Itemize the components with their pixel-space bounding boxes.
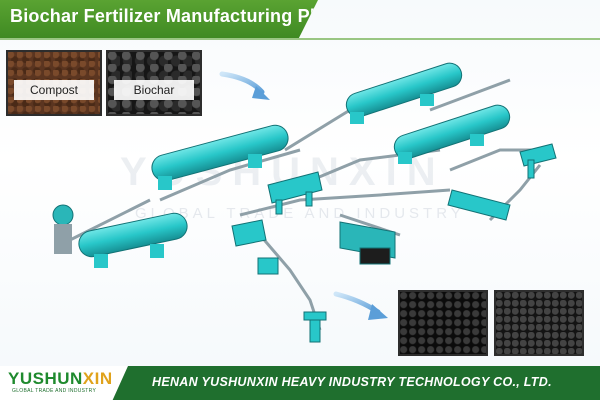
company-name: HENAN YUSHUNXIN HEAVY INDUSTRY TECHNOLOG… bbox=[152, 375, 552, 389]
footer-bar: YUSHUNXIN GLOBAL TRADE AND INDUSTRY HENA… bbox=[0, 366, 600, 400]
title-banner: Biochar Fertilizer Manufacturing Plan bbox=[0, 0, 318, 38]
screening-machine-right bbox=[447, 189, 511, 221]
company-logo: YUSHUNXIN GLOBAL TRADE AND INDUSTRY bbox=[0, 366, 128, 400]
crusher-machine bbox=[52, 204, 74, 254]
title-underline bbox=[0, 38, 600, 40]
rotary-drum-left-upper bbox=[151, 124, 289, 190]
biochar-label: Biochar bbox=[114, 80, 194, 100]
batching-machine bbox=[339, 221, 396, 265]
hopper-right bbox=[519, 143, 557, 179]
watermark-tagline: GLOBAL TRADE AND INDUSTRY bbox=[135, 205, 465, 222]
logo-yushun: YUSHUN bbox=[8, 369, 83, 388]
compost-photo: Compost bbox=[6, 50, 102, 116]
biochar-photo: Biochar bbox=[106, 50, 202, 116]
logo-tagline: GLOBAL TRADE AND INDUSTRY bbox=[12, 388, 97, 394]
arrowhead-icon bbox=[368, 304, 388, 320]
granules-photo-2 bbox=[494, 290, 584, 356]
rotary-drum-left-lower bbox=[78, 212, 188, 268]
packing-machine bbox=[303, 311, 327, 343]
screening-machine-center bbox=[267, 171, 323, 215]
rotary-drum-middle bbox=[393, 104, 511, 164]
compost-label: Compost bbox=[14, 80, 94, 100]
flow-arrow-icon bbox=[219, 71, 265, 95]
granules-photo-1 bbox=[398, 290, 488, 356]
logo-wordmark: YUSHUNXIN bbox=[8, 369, 113, 389]
arrowhead-icon bbox=[252, 86, 270, 100]
rotary-drum-top bbox=[345, 62, 463, 124]
mixer-center bbox=[231, 219, 279, 275]
page-title: Biochar Fertilizer Manufacturing Plan bbox=[10, 6, 337, 26]
logo-xin: XIN bbox=[82, 369, 113, 388]
conveyor-belts bbox=[69, 78, 542, 331]
